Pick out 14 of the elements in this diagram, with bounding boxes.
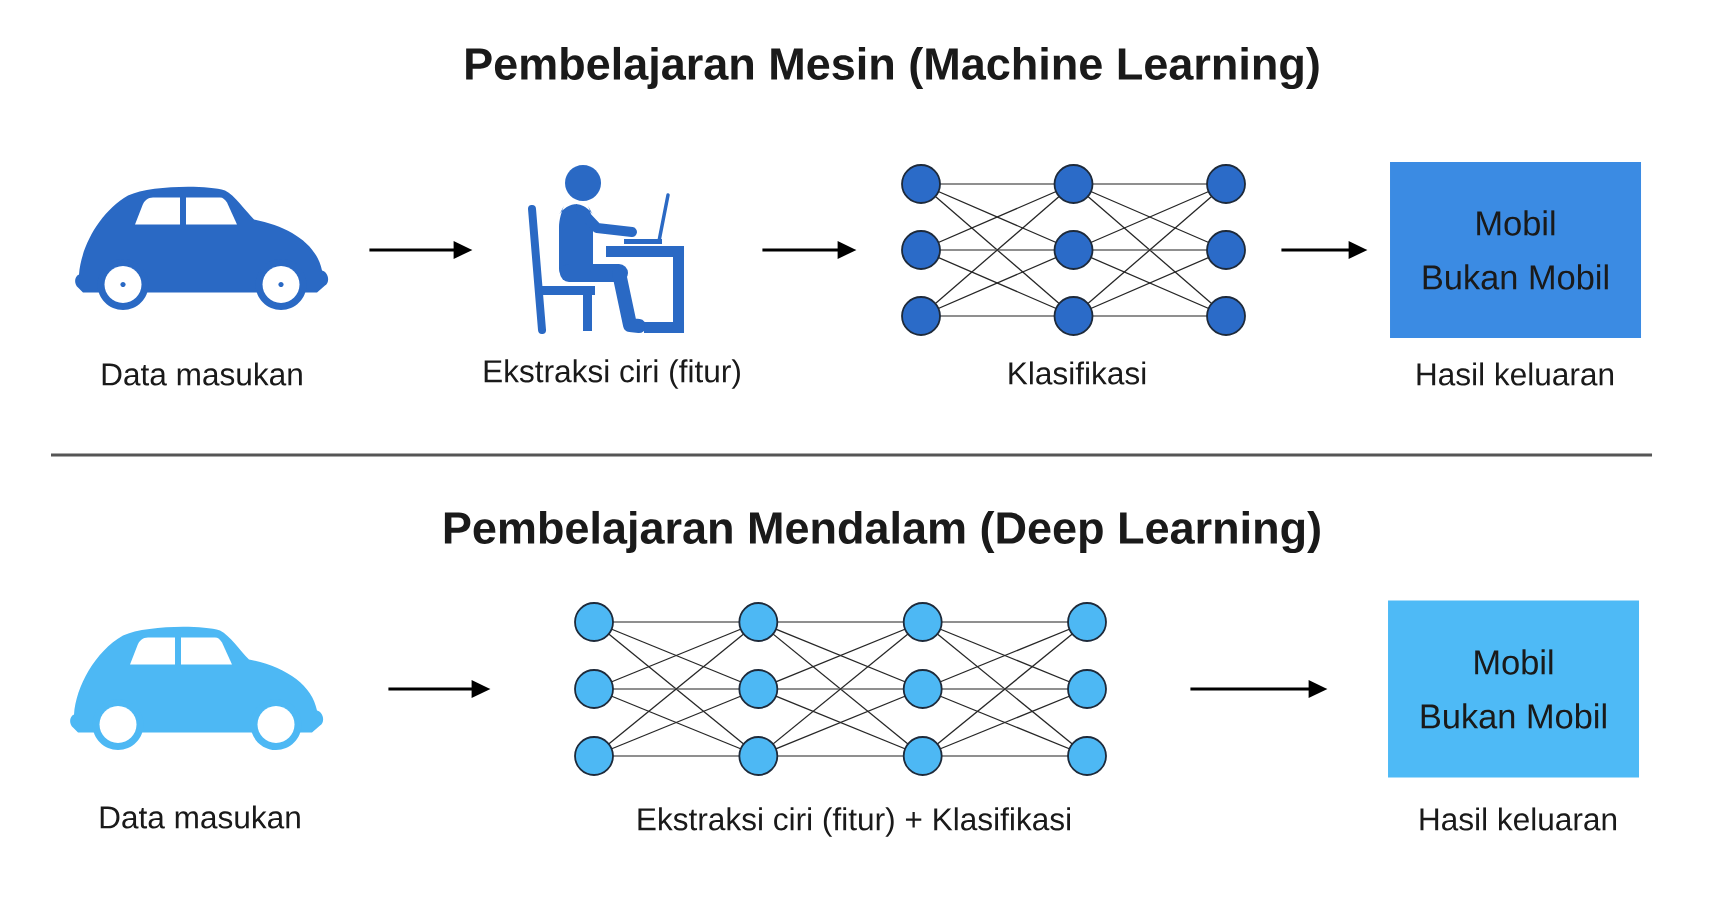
node-label: Hasil keluaran [1417,362,1613,386]
output-box: Mobil Bukan Mobil [1388,600,1639,778]
node-label: Data masukan [100,805,300,829]
node-label: Ekstraksi ciri (fitur) + Klasifikasi [638,807,1070,837]
car-illustration [75,186,329,310]
node-label: Data masukan [102,362,302,386]
node-label: Hasil keluaran [1420,807,1616,831]
section-heading: Pembelajaran Mesin (Machine Learning) [466,46,1319,90]
node-label: Klasifikasi [1009,361,1146,385]
output-box: Mobil Bukan Mobil [1390,162,1641,338]
person-at-desk-illustration [528,165,684,334]
section-heading: Pembelajaran Mendalam (Deep Learning) [444,510,1320,554]
car-illustration [70,626,324,750]
node-label: Ekstraksi ciri (fitur) [484,359,740,389]
